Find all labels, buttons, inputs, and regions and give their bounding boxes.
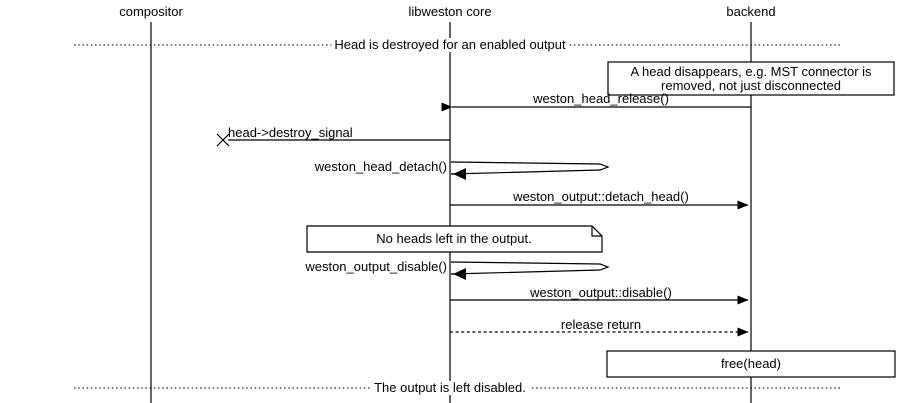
note-box-head-disappears [607, 61, 895, 96]
message-label-weston-head-release: weston_head_release() [533, 91, 669, 106]
arrow-weston-head-detach-self [450, 161, 610, 180]
separator-label-top: Head is destroyed for an enabled output [331, 38, 569, 52]
message-label-weston-output-disable-call: weston_output_disable() [305, 259, 447, 274]
message-label-weston-output-disable: weston_output::disable() [530, 285, 672, 300]
message-label-weston-output-detach-head: weston_output::detach_head() [513, 189, 689, 204]
note-text-head-disappears-line2: removed, not just disconnected [661, 78, 841, 93]
arrow-head-destroy-signal [216, 133, 450, 147]
note-text-no-heads-left: No heads left in the output. [376, 231, 532, 246]
arrow-weston-output-disable-self [450, 261, 610, 280]
message-label-weston-head-detach: weston_head_detach() [314, 159, 447, 174]
note-text-free-head: free(head) [721, 356, 781, 371]
note-box-free-head [606, 350, 896, 378]
separator-lines [74, 44, 842, 389]
actor-label-compositor: compositor [119, 4, 183, 19]
message-label-release-return: release return [560, 317, 642, 332]
note-text-head-disappears-line1: A head disappears, e.g. MST connector is [630, 64, 872, 79]
lost-message-x-icon [216, 133, 230, 147]
actor-label-libweston-core: libweston core [408, 4, 492, 19]
note-box-no-heads-left [306, 225, 603, 253]
separator-label-bottom: The output is left disabled. [371, 381, 529, 395]
message-label-head-destroy-signal: head->destroy_signal [228, 125, 353, 140]
actor-label-backend: backend [726, 4, 776, 19]
